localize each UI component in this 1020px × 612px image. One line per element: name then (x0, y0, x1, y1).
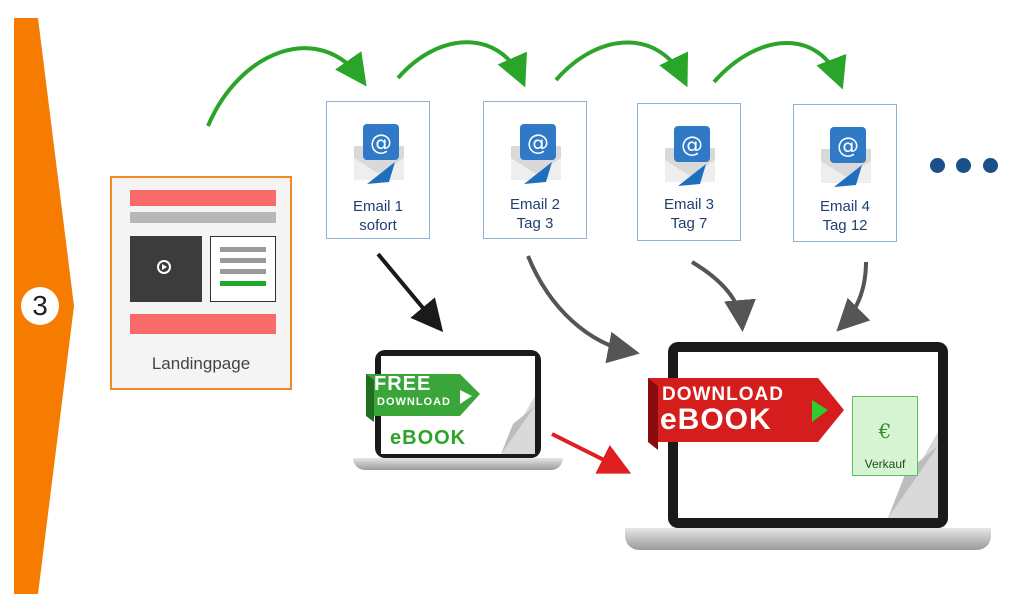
email-title: Email 1 (352, 198, 404, 215)
play-icon (157, 260, 171, 274)
landing-header-bar (130, 190, 276, 206)
landing-page-label: Landingpage (151, 354, 251, 373)
free-download-banner (366, 374, 480, 422)
paid-laptop-base (625, 528, 991, 550)
page-curl-icon (501, 396, 535, 454)
email-timing: Tag 12 (822, 217, 868, 234)
free-banner-bottom-text: DOWNLOAD (377, 396, 451, 408)
email-title: Email 2 (509, 196, 561, 213)
download-banner-top-text: DOWNLOAD (662, 384, 784, 405)
green-arrow-landing-to-email1 (206, 46, 367, 127)
landing-form-block (210, 236, 276, 302)
email-title: Email 3 (663, 196, 715, 213)
sale-label: Verkauf (864, 457, 906, 471)
email-timing: Tag 3 (516, 215, 554, 232)
red-arrow-free-to-paid (551, 432, 632, 474)
free-ebook-text: eBOOK (390, 427, 467, 449)
landing-subheader-bar (130, 212, 276, 223)
free-laptop-base (353, 458, 563, 470)
email-timing: sofort (359, 217, 397, 234)
landing-video-block (130, 236, 202, 302)
green-arrow-email2-to-email3 (554, 40, 689, 88)
landing-footer-bar (130, 314, 276, 334)
email-card-3: @ Email 3 Tag 7 (637, 103, 741, 241)
free-banner-top-text: FREE (374, 373, 432, 395)
email-card-2: @ Email 2 Tag 3 (483, 101, 587, 239)
green-arrow-email3-to-email4 (712, 41, 847, 90)
svg-text:@: @ (681, 133, 703, 158)
download-banner-bottom-text: eBOOK (660, 403, 772, 436)
landing-page-card: Landingpage (110, 176, 292, 390)
svg-text:@: @ (837, 134, 859, 159)
email-envelope-icon: @ (511, 124, 561, 184)
continuation-dot (983, 158, 998, 173)
download-ebook-banner (648, 378, 844, 450)
grey-arrow-email4-to-paid (836, 261, 871, 332)
black-arrow-email1-to-free (376, 252, 444, 333)
email-timing: Tag 7 (670, 215, 708, 232)
email-card-1: @ Email 1 sofort (326, 101, 430, 239)
step-number-badge: 3 (21, 287, 59, 325)
email-title: Email 4 (819, 198, 871, 215)
email-card-4: @ Email 4 Tag 12 (793, 104, 897, 242)
green-arrow-email1-to-email2 (396, 40, 527, 88)
grey-arrow-email2-to-paid (526, 255, 640, 364)
email-envelope-icon: @ (665, 126, 715, 186)
euro-icon: € (878, 419, 892, 443)
sale-box: € Verkauf (852, 396, 918, 476)
svg-text:@: @ (370, 131, 392, 156)
email-envelope-icon: @ (354, 124, 404, 184)
svg-text:@: @ (527, 131, 549, 156)
email-envelope-icon: @ (821, 127, 871, 187)
continuation-dot (956, 158, 971, 173)
continuation-dot (930, 158, 945, 173)
grey-arrow-email3-to-paid (690, 260, 756, 332)
